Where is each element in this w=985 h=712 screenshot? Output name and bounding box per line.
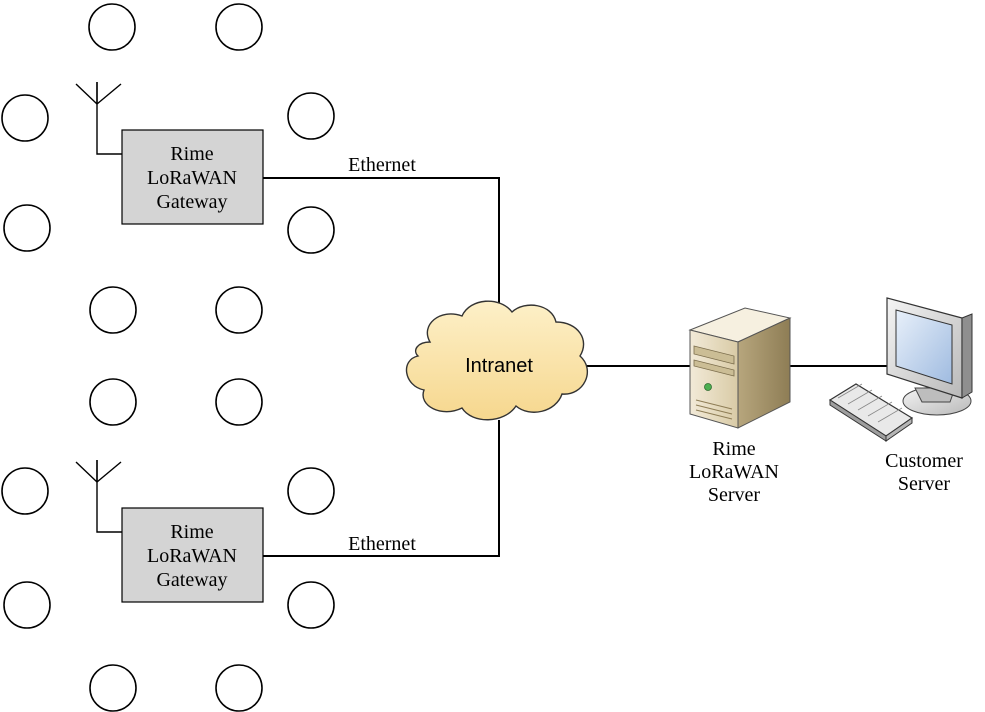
end-node — [287, 581, 335, 629]
connections — [263, 177, 893, 557]
intranet-cloud: Intranet — [405, 300, 589, 421]
ethernet-label: Ethernet — [348, 154, 416, 176]
end-node — [88, 3, 136, 51]
gateway-label-line: Gateway — [156, 569, 227, 591]
customer-label-line: Server — [898, 473, 951, 495]
server-tower-icon — [688, 307, 792, 429]
end-node — [287, 206, 335, 254]
end-node — [89, 664, 137, 712]
gateway-box — [121, 507, 264, 603]
server-label-line: Server — [708, 484, 761, 506]
end-node — [3, 204, 51, 252]
ethernet-link-top — [263, 177, 500, 310]
cloud-label: Intranet — [465, 355, 533, 377]
antenna-icon — [75, 460, 122, 533]
gateway-label-line: LoRaWAN — [147, 167, 237, 189]
server-label-line: Rime — [712, 438, 755, 460]
ethernet-link-bottom — [263, 420, 500, 557]
end-node — [215, 3, 263, 51]
gateway-bottom: Rime LoRaWAN Gateway Ethernet — [75, 460, 416, 603]
monitor-icon — [886, 297, 973, 416]
end-node — [89, 286, 137, 334]
end-node — [215, 664, 263, 712]
cloud-icon — [405, 300, 589, 421]
end-node — [215, 378, 263, 426]
end-node — [3, 581, 51, 629]
customer-server: Customer Server — [828, 297, 973, 495]
gateway-label-line: Rime — [170, 143, 213, 165]
gateway-label-line: Gateway — [156, 191, 227, 213]
gateway-top: Rime LoRaWAN Gateway Ethernet — [75, 82, 416, 225]
end-node — [287, 92, 335, 140]
end-node — [1, 94, 49, 142]
end-nodes — [1, 3, 335, 712]
customer-label-line: Customer — [885, 450, 963, 472]
ethernet-label: Ethernet — [348, 533, 416, 555]
gateway-box — [121, 129, 264, 225]
end-node — [1, 467, 49, 515]
gateway-label-line: LoRaWAN — [147, 545, 237, 567]
server-label-line: LoRaWAN — [689, 461, 779, 483]
end-node — [89, 378, 137, 426]
gateway-label-line: Rime — [170, 521, 213, 543]
lorawan-server: Rime LoRaWAN Server — [688, 307, 792, 506]
antenna-icon — [75, 82, 122, 155]
end-node — [287, 467, 335, 515]
keyboard-icon — [828, 383, 914, 442]
end-node — [215, 286, 263, 334]
